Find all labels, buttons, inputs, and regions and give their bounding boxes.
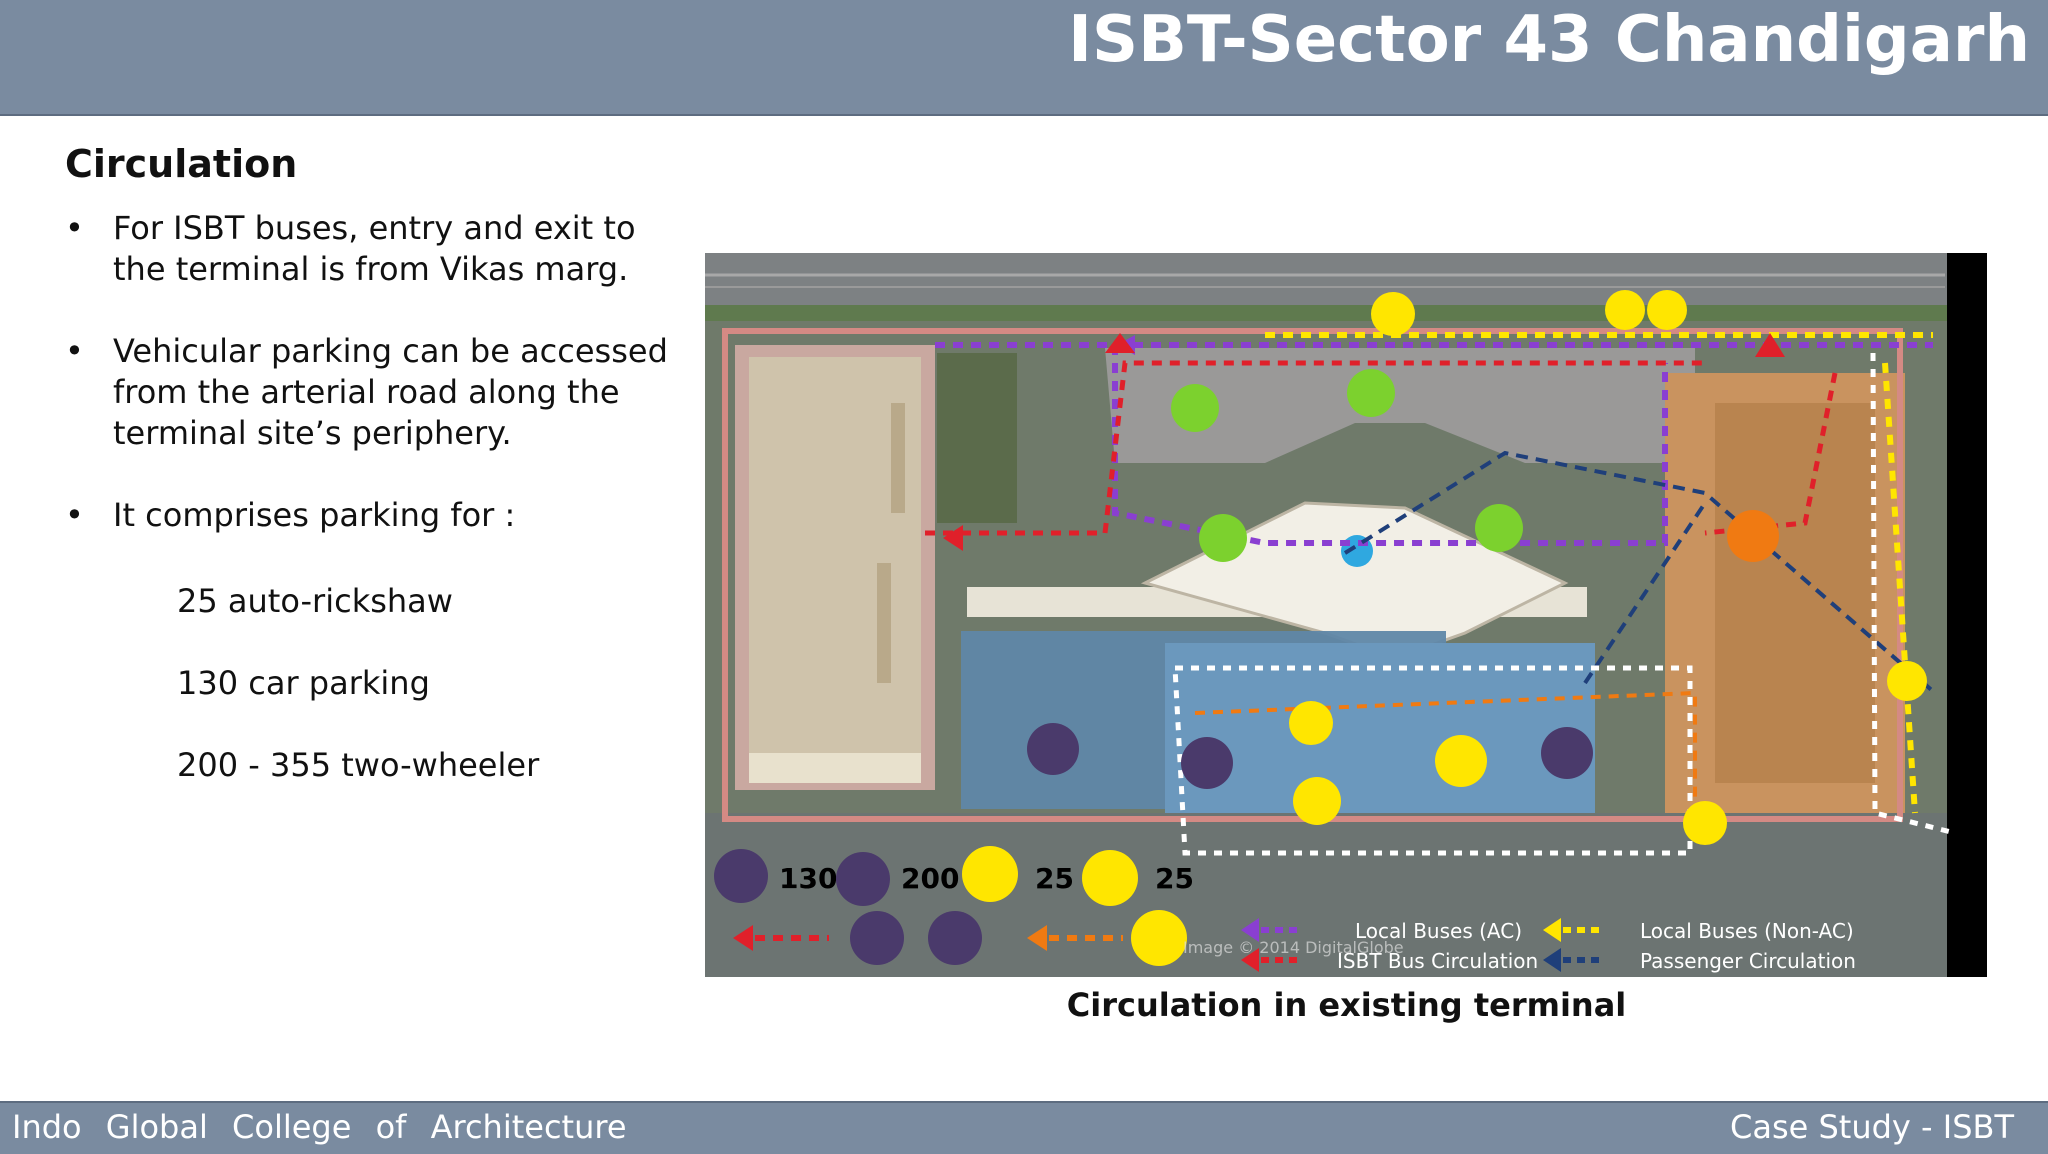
parking-item-two-wheeler: 200 - 355 two-wheeler [177,746,540,784]
circulation-site-map: 130 200 25 25 Local Buses (AC) Local Bus… [705,253,1987,977]
figure-caption-text: Circulation in existing terminal [1066,986,1627,1024]
section-title: Circulation [65,142,298,186]
figure-caption: Circulation in existing terminal [705,986,2045,1024]
legend-local-ac: Local Buses (AC) [1355,919,1522,943]
bullet-item: It comprises parking for : [65,495,685,536]
bullet-item: Vehicular parking can be accessed from t… [65,331,685,454]
parking-item-auto: 25 auto-rickshaw [177,582,453,620]
bullet-list: For ISBT buses, entry and exit to the te… [65,208,685,577]
parking-item-car: 130 car parking [177,664,430,702]
footer-bar: Indo Global College of Architecture Case… [0,1101,2048,1154]
car-count: 130 [779,862,837,895]
legend-isbt: ISBT Bus Circulation [1337,949,1538,973]
bullet-item: For ISBT buses, entry and exit to the te… [65,208,685,290]
legend-passenger: Passenger Circulation [1640,949,1856,973]
two-wheeler-count: 200 [901,862,959,895]
cycle-count: 25 [1155,862,1194,895]
page-title: ISBT-Sector 43 Chandigarh [1068,3,2030,77]
footer-topic: Case Study - ISBT [1729,1108,2014,1146]
imagery-watermark: Image © 2014 DigitalGlobe [1183,938,1404,957]
footer-institution: Indo Global College of Architecture [12,1108,627,1146]
auto-count: 25 [1035,862,1074,895]
legend-local-nonac: Local Buses (Non-AC) [1640,919,1854,943]
site-plan-image: 130 200 25 25 Local Buses (AC) Local Bus… [705,253,1987,977]
title-bar: ISBT-Sector 43 Chandigarh [0,0,2048,116]
